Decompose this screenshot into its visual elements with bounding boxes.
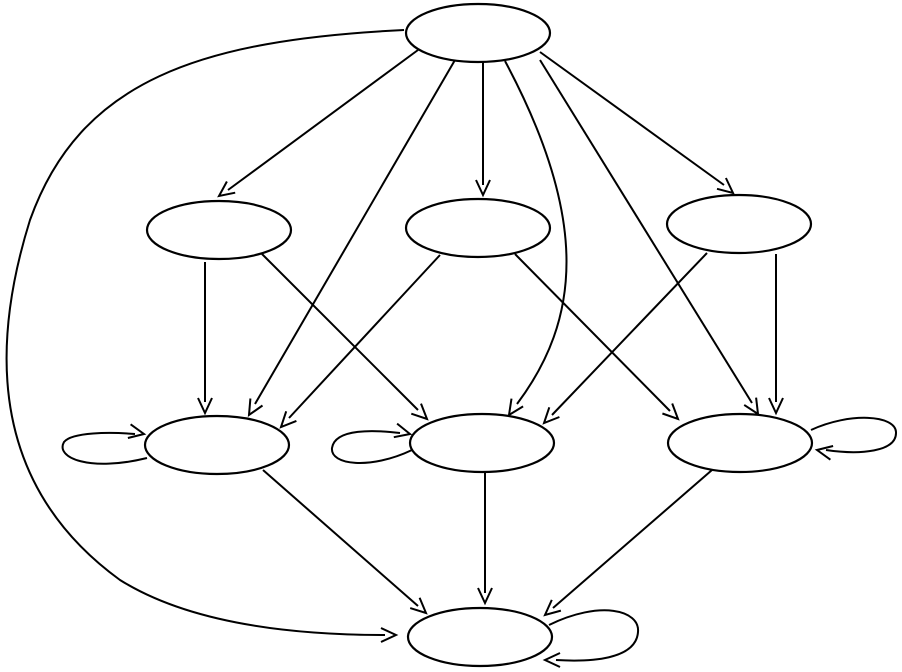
node-ellipse — [408, 412, 556, 474]
edge-top-to-mid-center — [475, 62, 491, 198]
nodes-layer — [143, 2, 814, 668]
edge-mid-left-to-low-center — [261, 253, 429, 421]
arrowhead-icon — [127, 423, 147, 439]
arrowhead-icon — [543, 599, 562, 617]
arrowhead-icon — [662, 403, 680, 421]
edge-mid-center-to-low-left — [279, 254, 441, 429]
node-low-left — [143, 414, 291, 476]
edge-mid-left-to-low-center-line — [261, 253, 419, 411]
node-ellipse — [404, 197, 552, 259]
node-mid-right — [665, 193, 813, 255]
arrowhead-icon — [542, 652, 561, 668]
self-loop-low-left-line — [61, 431, 148, 465]
edge-top-to-low-left-line — [254, 59, 456, 405]
arrowhead-icon — [814, 445, 834, 461]
self-loop-bottom — [542, 609, 640, 668]
arrowhead-icon — [768, 397, 784, 416]
node-ellipse — [143, 414, 291, 476]
edge-low-right-to-bottom-line — [552, 469, 713, 609]
edges-layer — [5, 29, 898, 668]
node-ellipse — [406, 606, 554, 668]
self-loop-low-center-line — [331, 430, 413, 464]
node-mid-left — [145, 199, 293, 261]
self-loop-low-left — [61, 423, 148, 465]
edge-top-to-low-left — [247, 59, 456, 418]
node-ellipse — [404, 2, 552, 64]
arrowhead-icon — [197, 397, 213, 416]
node-ellipse — [145, 199, 293, 261]
arrowhead-icon — [247, 398, 264, 418]
edge-mid-right-to-low-center-line — [551, 252, 708, 416]
self-loop-low-right-line — [810, 416, 898, 454]
arrowhead-icon — [380, 627, 399, 643]
arrowhead-icon — [410, 403, 429, 421]
arrowhead-icon — [716, 177, 735, 195]
edge-top-to-low-center-line — [504, 60, 568, 405]
edge-mid-center-to-low-right-line — [514, 253, 671, 412]
self-loop-low-center — [331, 422, 413, 464]
edge-mid-center-to-low-left-line — [288, 254, 441, 419]
arrowhead-icon — [507, 398, 524, 417]
edge-top-to-mid-right — [539, 51, 735, 195]
node-top — [404, 2, 552, 64]
edge-mid-right-to-low-center — [542, 252, 708, 425]
node-low-right — [666, 412, 814, 474]
edge-mid-left-to-low-left — [197, 262, 213, 416]
edge-top-to-bottom — [5, 29, 405, 643]
edge-top-to-mid-right-line — [539, 51, 725, 186]
arrowhead-icon — [217, 181, 236, 198]
edge-low-left-to-bottom — [262, 469, 428, 615]
arrowhead-icon — [393, 422, 413, 439]
node-ellipse — [665, 193, 813, 255]
edge-top-to-mid-left — [217, 49, 419, 198]
arrowhead-icon — [475, 179, 491, 198]
arrowhead-icon — [477, 587, 493, 606]
edge-mid-right-to-low-right — [768, 254, 784, 416]
node-bottom — [406, 606, 554, 668]
self-loop-bottom-line — [548, 609, 640, 662]
edge-low-left-to-bottom-line — [262, 469, 419, 607]
edge-top-to-low-right-line — [539, 59, 753, 404]
edge-mid-center-to-low-right — [514, 253, 680, 421]
edge-top-to-mid-left-line — [227, 49, 419, 191]
node-low-center — [408, 412, 556, 474]
node-mid-center — [404, 197, 552, 259]
node-ellipse — [666, 412, 814, 474]
edge-low-center-to-bottom — [477, 473, 493, 606]
edge-low-right-to-bottom — [543, 469, 713, 617]
arrowhead-icon — [542, 406, 560, 425]
arrowhead-icon — [409, 597, 428, 615]
arrowhead-icon — [279, 410, 297, 429]
edge-top-to-bottom-line — [5, 29, 405, 636]
self-loop-low-right — [810, 416, 898, 461]
